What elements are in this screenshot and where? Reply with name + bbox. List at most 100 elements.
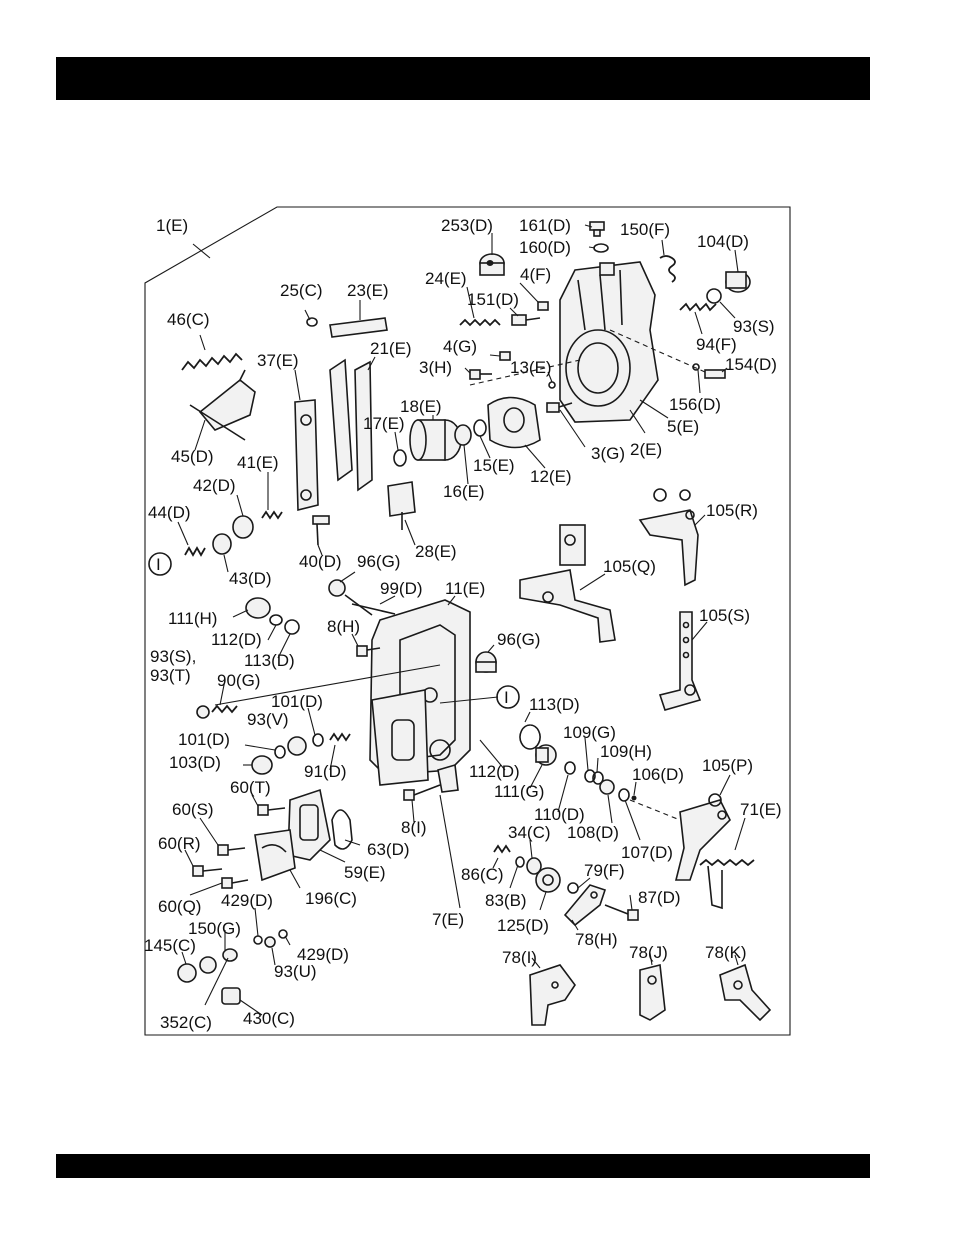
callout-label: 112(D) — [211, 630, 262, 649]
part-253D — [479, 253, 505, 276]
cap-430C — [221, 987, 241, 1005]
bolt-40D — [312, 515, 330, 546]
bolt-60S — [217, 844, 246, 856]
part-86C — [493, 844, 511, 854]
plug-96G — [475, 651, 497, 673]
ring-101D-2 — [274, 745, 286, 759]
callout-label: 145(C) — [144, 936, 196, 955]
ring-107D — [618, 788, 630, 802]
callout-label: 3(H) — [419, 358, 452, 377]
nut-93T — [196, 705, 210, 719]
part-108D — [599, 779, 615, 795]
bolt-96G-top — [328, 579, 373, 616]
callout-label: 430(C) — [243, 1009, 295, 1028]
diagram-frame — [144, 206, 791, 1036]
callout-label: 106(D) — [632, 765, 684, 784]
part-106D — [631, 795, 637, 801]
axis-line-right — [439, 696, 499, 704]
callout-label: 104(D) — [697, 232, 749, 251]
bracket-105S — [658, 611, 702, 711]
spring-94F — [679, 302, 717, 312]
callout-label: 13(E) — [510, 358, 552, 377]
clip-113D — [519, 724, 541, 750]
leader-lines — [177, 224, 746, 1016]
callout-label: 113(D) — [529, 695, 580, 714]
callout-label: 101(D) — [271, 692, 323, 711]
lever-45D — [189, 369, 256, 441]
callout-label: 1(E) — [156, 216, 188, 235]
bolt-3H — [469, 369, 492, 380]
callout-label: 94(F) — [696, 335, 737, 354]
plate-4F — [537, 301, 549, 311]
callout-label: 93(S), — [150, 647, 196, 666]
callout-label: 40(D) — [299, 552, 342, 571]
callout-label: 93(V) — [247, 710, 289, 729]
callout-label: 44(D) — [148, 503, 191, 522]
callout-label: 105(Q) — [603, 557, 656, 576]
callout-label: 7(E) — [432, 910, 464, 929]
callout-label: 93(U) — [274, 962, 317, 981]
callout-label: 71(E) — [740, 800, 782, 819]
callout-label: 60(Q) — [158, 897, 201, 916]
screw-44D — [184, 546, 206, 557]
ring-112D-top — [269, 614, 283, 626]
callout-label: 17(E) — [363, 414, 405, 433]
ref-mark-I-1 — [148, 552, 172, 576]
callout-label: 2(E) — [630, 440, 662, 459]
callout-label: 156(D) — [669, 395, 721, 414]
callout-label: 4(F) — [520, 265, 551, 284]
pin-99D — [351, 603, 396, 615]
spring-46C — [181, 352, 243, 371]
lever-78H — [563, 884, 607, 927]
bolt-3G — [546, 402, 573, 413]
callout-label: 15(E) — [473, 456, 515, 475]
callout-label: 105(P) — [702, 756, 753, 775]
plate-4G — [499, 351, 511, 361]
lever-78I — [529, 964, 576, 1026]
dash-line-mid — [469, 359, 581, 386]
roller-18E — [409, 419, 462, 461]
callout-label: 151(D) — [467, 290, 519, 309]
ref-mark-I-2-text: I — [504, 688, 509, 707]
header-bar — [56, 57, 870, 100]
bracket-105Q — [519, 524, 616, 643]
bolt-8H — [356, 645, 381, 657]
callout-label: 154(D) — [725, 355, 777, 374]
callout-label: 8(H) — [327, 617, 360, 636]
callout-label: 60(T) — [230, 778, 271, 797]
gasket-63D — [331, 809, 353, 850]
callout-label: 111(G) — [494, 782, 544, 801]
callout-label: 25(C) — [280, 281, 323, 300]
callout-label: 113(D) — [244, 651, 295, 670]
callout-label: 352(C) — [160, 1013, 212, 1032]
lever-78K — [719, 963, 772, 1022]
callout-label: 93(T) — [150, 666, 191, 685]
part-160D — [593, 243, 609, 253]
ring-110D — [564, 761, 576, 775]
bracket-105R — [638, 488, 699, 587]
callout-label: 107(D) — [621, 843, 673, 862]
callout-label: 109(H) — [600, 742, 652, 761]
nut-93V — [287, 736, 307, 756]
part-91D-screw — [329, 732, 351, 742]
cap-103D — [251, 755, 273, 775]
spring-71E — [699, 858, 755, 910]
callout-label: 28(E) — [415, 542, 457, 561]
callout-label: 23(E) — [347, 281, 389, 300]
callout-label: 24(E) — [425, 269, 467, 288]
callout-labels: 1(E) 253(D) 161(D) 160(D) 150(F) 104(D) … — [144, 216, 782, 1032]
plate-91D — [371, 689, 429, 786]
callout-label: 161(D) — [519, 216, 571, 235]
callout-label: 91(D) — [304, 762, 347, 781]
callout-label: 8(I) — [401, 818, 427, 837]
bolt-60Q — [221, 877, 249, 889]
spring-41E — [261, 510, 283, 520]
callout-label: 105(S) — [699, 606, 750, 625]
callout-label: 90(G) — [217, 671, 260, 690]
callout-label: 3(G) — [591, 444, 625, 463]
housing-2E — [559, 261, 659, 423]
bracket-105P — [674, 793, 731, 881]
ring-79F — [567, 882, 579, 894]
part-125D — [535, 867, 561, 893]
